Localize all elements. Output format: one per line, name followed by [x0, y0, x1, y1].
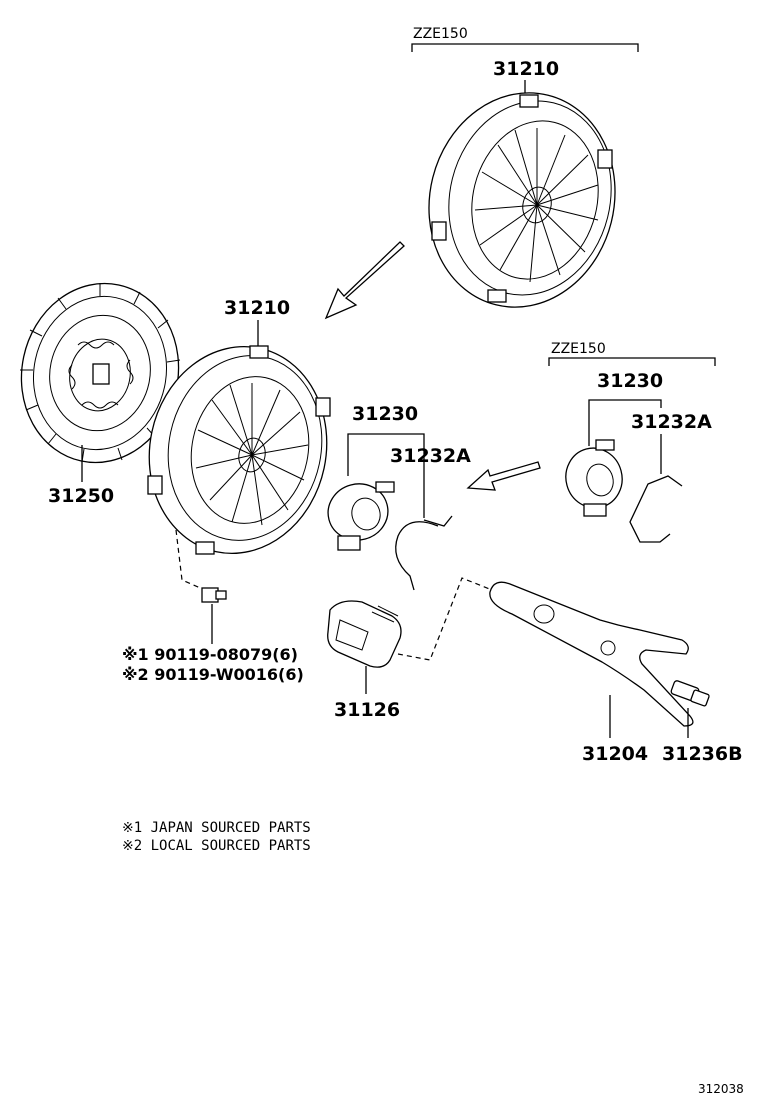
diagram-code: 312038 — [698, 1082, 744, 1096]
bearing-tab — [595, 439, 615, 451]
top-variant-label: ZZE150 — [413, 26, 468, 42]
top-cover-tab — [487, 289, 507, 303]
part-label-bearing-right: 31230 — [597, 370, 663, 392]
fork-pivot: 31236B — [662, 680, 743, 765]
right-variant-bracket: ZZE150 — [548, 341, 716, 366]
part-label-clip-main: 31232A — [390, 445, 471, 467]
note-japan-sourced: ※1 JAPAN SOURCED PARTS — [122, 820, 311, 836]
part-label-boot: 31126 — [334, 699, 400, 721]
main-cover-fingers — [195, 383, 309, 526]
cover-bolt: ※1 90119-08079(6) ※2 90119-W0016(6) — [122, 529, 304, 684]
release-bearing-right: 31230 — [565, 370, 663, 517]
main-cover-tab — [195, 541, 215, 555]
bolt-callout-1: ※1 90119-08079(6) — [122, 645, 298, 664]
disc-hub — [92, 363, 110, 385]
top-cover-tab — [519, 94, 539, 108]
main-cover-tab — [249, 345, 269, 359]
bolt-callout-2: ※2 90119-W0016(6) — [122, 665, 304, 684]
bearing-clip-right: 31232A — [629, 411, 712, 543]
top-cover-tab — [431, 221, 447, 241]
right-variant-label: ZZE150 — [551, 341, 606, 357]
note-local-sourced: ※2 LOCAL SOURCED PARTS — [122, 838, 311, 854]
sourcing-notes: ※1 JAPAN SOURCED PARTS ※2 LOCAL SOURCED … — [122, 820, 311, 854]
part-label-disc: 31250 — [48, 485, 114, 507]
part-label-cover-top: 31210 — [493, 58, 559, 80]
bearing-tab — [375, 481, 395, 493]
top-cover-fingers — [474, 128, 599, 283]
part-label-fork: 31204 — [582, 743, 648, 765]
release-bearing-main: 31230 — [327, 403, 425, 551]
main-cover-tab — [315, 397, 331, 417]
direction-arrow-lower — [466, 461, 541, 491]
main-cover-tab — [147, 475, 163, 495]
part-label-clip-right: 31232A — [631, 411, 712, 433]
clutch-cover-top: 31210 — [428, 58, 616, 308]
part-label-pivot: 31236B — [662, 743, 743, 765]
bearing-tab — [337, 535, 361, 551]
clutch-disc: 31250 — [20, 282, 181, 507]
bolt-shank — [215, 590, 227, 600]
top-variant-bracket: ZZE150 — [411, 26, 639, 52]
bearing-clip-main: 31232A — [390, 445, 471, 591]
direction-arrow-upper — [324, 241, 405, 320]
release-fork-boot: 31126 — [327, 577, 493, 721]
bearing-tab — [583, 503, 607, 517]
clutch-cover-main: 31210 — [147, 297, 331, 555]
part-label-bearing-main: 31230 — [352, 403, 418, 425]
part-label-cover-main: 31210 — [224, 297, 290, 319]
release-fork: 31204 — [489, 581, 694, 765]
top-cover-tab — [597, 149, 613, 169]
